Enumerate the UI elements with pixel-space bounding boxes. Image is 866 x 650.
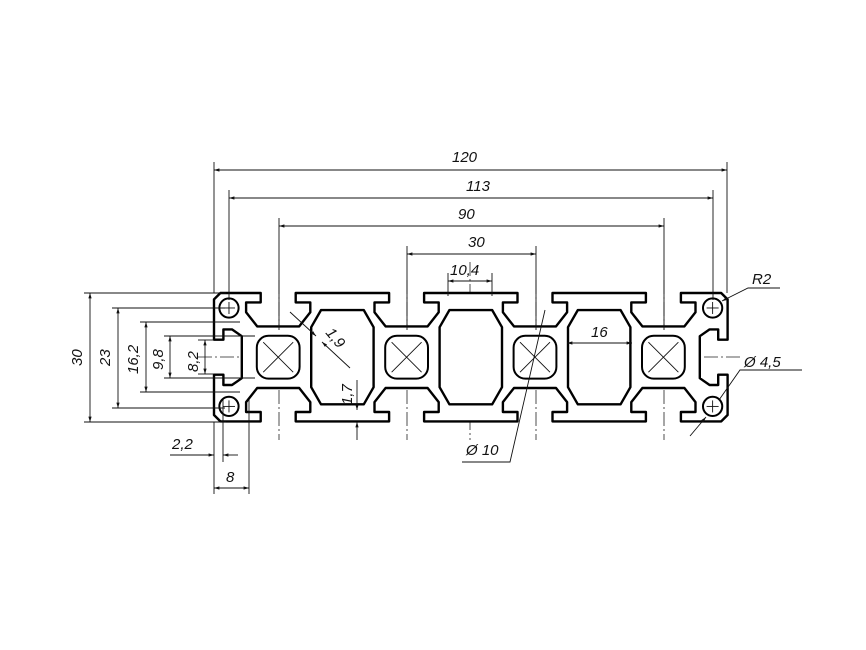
dim-hole-spacing: 113: [466, 178, 491, 195]
core-cross-line: [519, 341, 551, 373]
dim-slot-depth: 8: [226, 469, 235, 486]
profile-section: [212, 291, 729, 423]
dim-cavity-width: 16: [591, 324, 608, 341]
left-dimensions: 30 23 16,2 9,8 8,2: [69, 292, 255, 423]
dim-slot-inner: 9,8: [150, 348, 167, 370]
dim-corner-radius: R2: [752, 271, 772, 288]
dim-slot-opening: 8,2: [185, 350, 202, 372]
dim-inner-height: 23: [97, 349, 114, 367]
dim-outer-slot-spacing: 90: [458, 206, 475, 223]
dim-overall-width: 120: [452, 149, 478, 166]
core-cross-line: [648, 341, 679, 373]
core-cross-line: [391, 341, 422, 373]
dim-center-gap: 10,4: [450, 262, 479, 279]
bottom-dimensions: 2,2 8: [170, 400, 250, 494]
annotations: R2 Ø 4,5 16 Ø 10 1,9 1,7: [289, 271, 802, 463]
top-dimensions: 120 113 90 30 10,4: [213, 149, 728, 330]
dim-wall-thickness: 1,7: [339, 383, 356, 405]
dim-slot-pitch: 30: [468, 234, 485, 251]
inner-cavity: [310, 308, 375, 406]
inner-cavity: [438, 308, 504, 406]
dim-slot-undercut: 16,2: [125, 344, 142, 374]
dim-lip-thickness: 2,2: [171, 436, 194, 453]
dim-core-diameter: Ø 10: [465, 442, 499, 459]
dim-hole-diameter: Ø 4,5: [743, 354, 781, 371]
inner-cavity: [566, 308, 632, 406]
dim-overall-height: 30: [69, 349, 86, 366]
core-cross-line: [262, 341, 294, 373]
